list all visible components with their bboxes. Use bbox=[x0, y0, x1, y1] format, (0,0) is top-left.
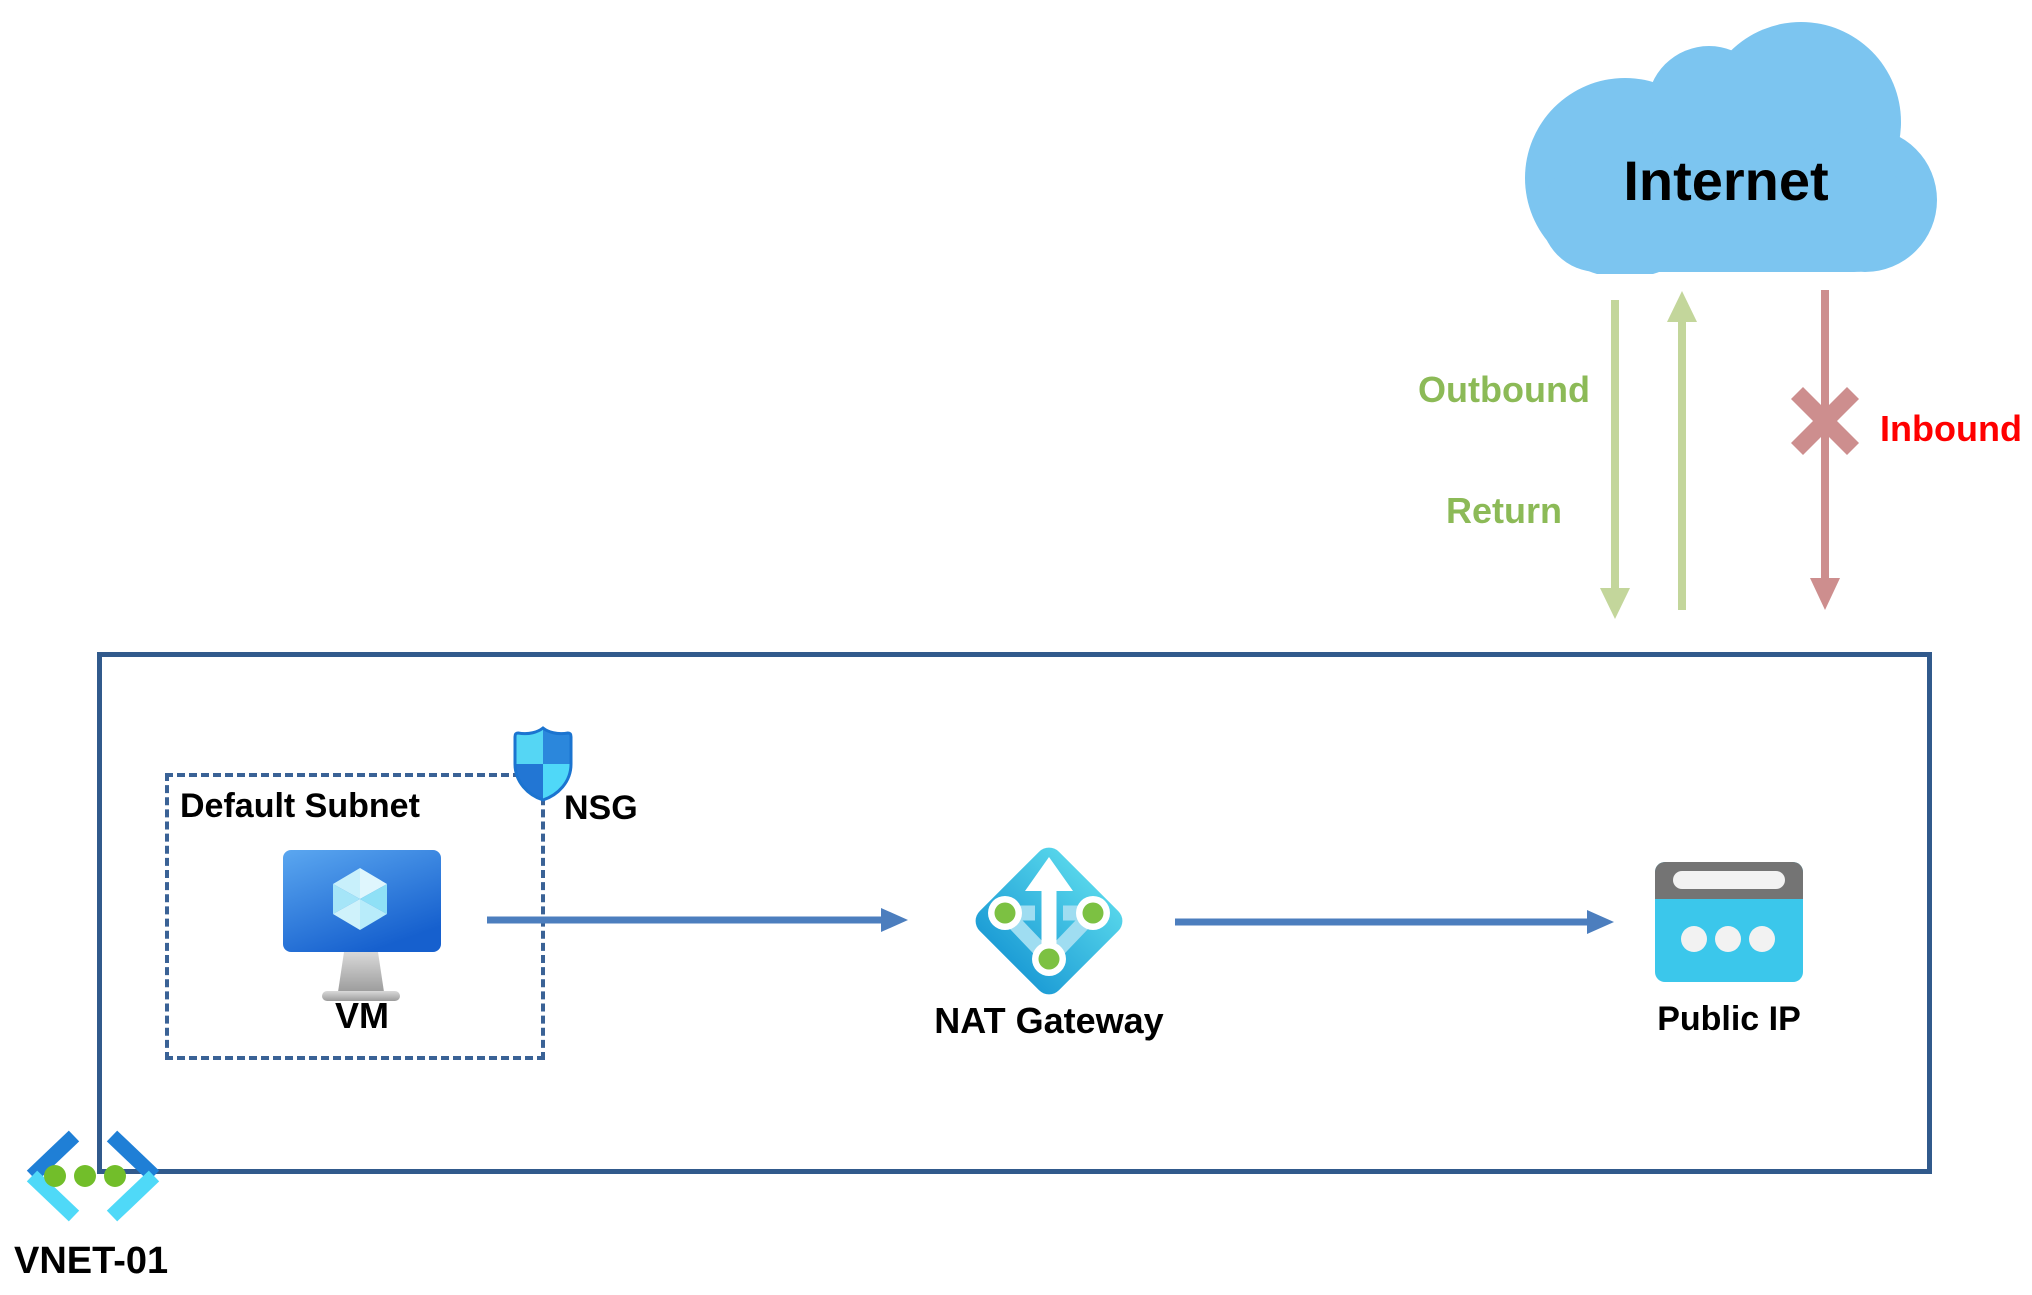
virtual-machine-icon bbox=[283, 850, 441, 1001]
return-label: Return bbox=[1446, 490, 1562, 531]
return-arrow bbox=[1667, 291, 1697, 610]
inbound-label: Inbound bbox=[1880, 408, 2022, 449]
nsg-shield-icon bbox=[513, 726, 573, 802]
public-ip-icon bbox=[1655, 862, 1803, 982]
subnet-label: Default Subnet bbox=[180, 787, 420, 825]
public-ip-label: Public IP bbox=[1657, 1000, 1801, 1038]
virtual-network-icon bbox=[26, 1130, 160, 1222]
nat-gateway-icon bbox=[975, 847, 1123, 995]
outbound-arrow bbox=[1600, 300, 1630, 619]
vm-label: VM bbox=[335, 995, 389, 1036]
internet-label: Internet bbox=[1623, 149, 1829, 212]
outbound-label: Outbound bbox=[1418, 369, 1590, 410]
nsg-label: NSG bbox=[564, 789, 638, 827]
nat-gateway-label: NAT Gateway bbox=[934, 1000, 1164, 1041]
vnet-boundary bbox=[97, 652, 1932, 1174]
inbound-arrow bbox=[1810, 290, 1840, 610]
vm-to-nat-arrow bbox=[487, 908, 908, 932]
blocked-x-icon bbox=[1790, 386, 1860, 456]
vnet-label: VNET-01 bbox=[14, 1240, 169, 1282]
internet-cloud-icon bbox=[1525, 22, 1937, 274]
nat-to-publicip-arrow bbox=[1175, 910, 1614, 934]
